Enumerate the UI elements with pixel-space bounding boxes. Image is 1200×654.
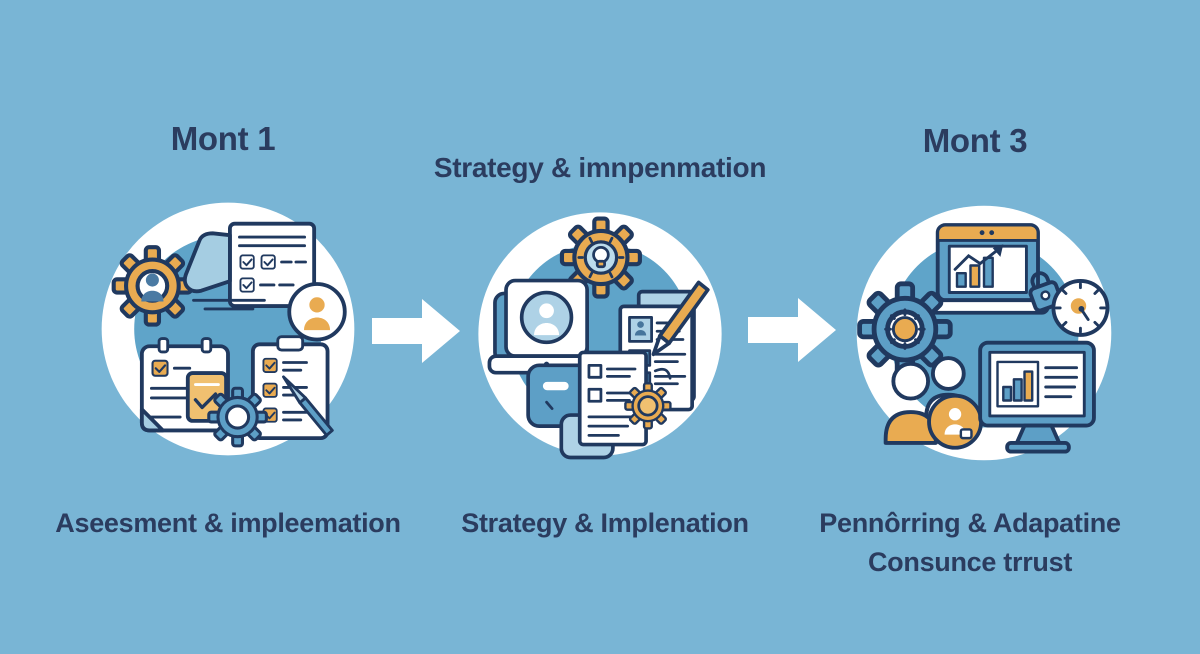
funnel-checklist-icon: [183, 221, 317, 311]
clipboard-brush-icon: [250, 335, 334, 441]
step2-illustration: [478, 212, 722, 460]
idea-gear-icon: [562, 219, 640, 297]
documents-gear-icon: [526, 350, 672, 460]
label-line: Strategy & Implenation: [461, 508, 749, 538]
user-gear-icon: [114, 247, 191, 324]
step3-illustration: [856, 205, 1112, 461]
step2-title: Strategy & imnpenmation: [433, 152, 767, 183]
step1-label: Aseesment & impleemation: [48, 504, 408, 543]
clock-icon: [1051, 279, 1110, 337]
user-avatar-icon: [287, 282, 347, 342]
arrow-right-icon: [372, 299, 460, 363]
label-line: Pennôrring & Adapatine: [819, 508, 1121, 538]
laptop-growth-chart-icon: [926, 223, 1050, 315]
monitor-bar-chart-icon: [978, 340, 1096, 454]
arrow-right-icon: [748, 298, 836, 362]
label-line: Aseesment & impleemation: [55, 508, 401, 538]
gear-icon: [207, 386, 268, 448]
step3-label: Pennôrring & Adapatine Consunce trrust: [790, 504, 1150, 582]
step1-title: Mont 1: [170, 120, 276, 157]
step1-illustration: [101, 202, 355, 456]
label-line: Consunce trrust: [867, 547, 1073, 577]
team-icon: [883, 356, 984, 450]
step2-label: Strategy & Implenation: [445, 504, 765, 543]
step3-title: Mont 3: [922, 122, 1028, 159]
calendar-checklist-icon: [139, 337, 230, 433]
gear-sun-icon: [860, 284, 951, 375]
